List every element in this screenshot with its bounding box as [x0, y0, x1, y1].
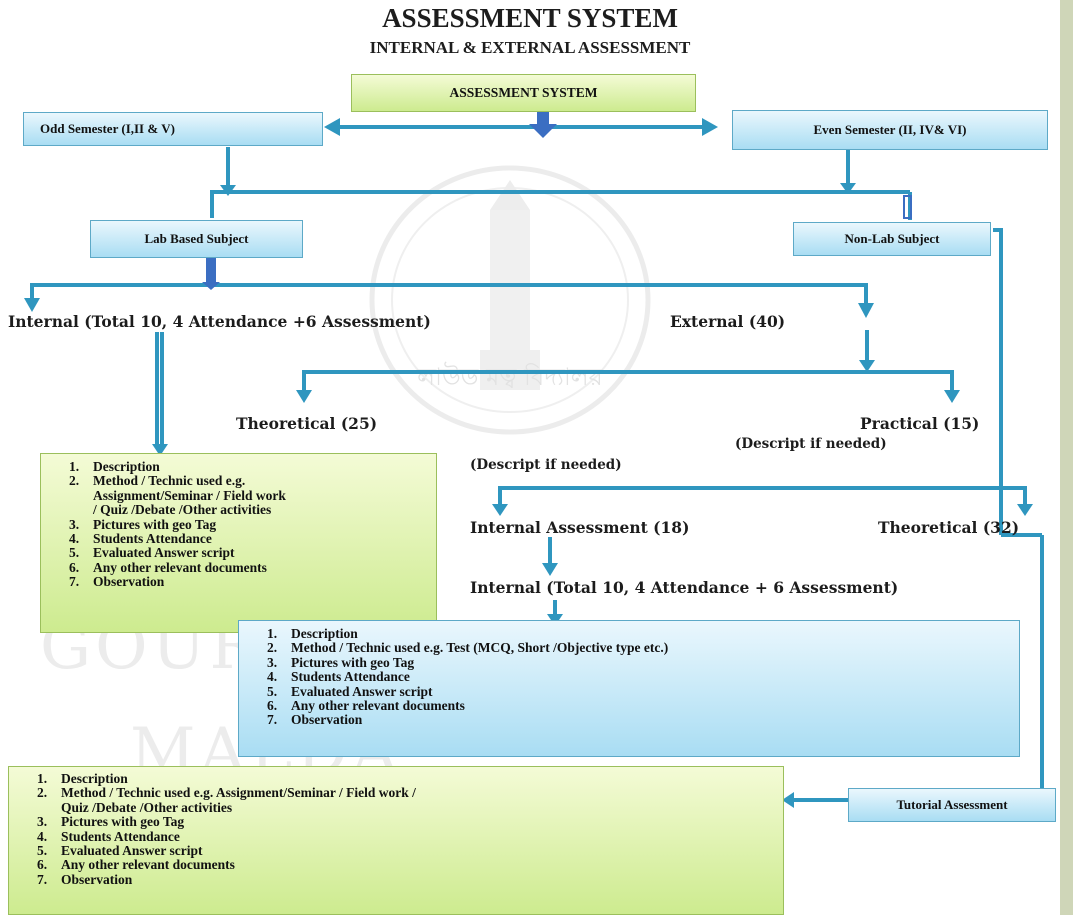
- list-item-number: 3.: [37, 814, 48, 830]
- checklist: 1. Description 2. Method / Technic used e.g…: [239, 626, 1019, 728]
- list-item-number: 1.: [69, 459, 80, 474]
- checklist: 1. Description 2. Method / Technic used e.g…: [41, 459, 436, 590]
- list-item: 3. Pictures with geo Tag: [239, 654, 1019, 670]
- list-item: 3. Pictures with geo Tag: [9, 814, 783, 830]
- list-item-text: Description: [93, 459, 160, 474]
- list-item: 2. Method / Technic used e.g. Assignment/…: [9, 785, 783, 815]
- list-item-text: Quiz /Debate /Other activities: [61, 799, 233, 815]
- list-item-text: Evaluated Answer script: [291, 683, 433, 699]
- list-item: 1. Description: [41, 459, 436, 474]
- list-item-number: 1.: [37, 771, 48, 786]
- tutorial-checklist: 1. Description 2. Method / Technic used e.g…: [8, 766, 784, 915]
- list-item: 7. Observation: [239, 712, 1019, 728]
- list-item-number: 5.: [69, 545, 80, 561]
- list-item-text: Any other relevant documents: [93, 559, 267, 575]
- non-lab-subject-node: Non-Lab Subject: [793, 222, 991, 256]
- lab-internal-checklist: 1. Description 2. Method / Technic used e.g…: [40, 453, 437, 633]
- descript-practical-label: (Descript if needed): [735, 436, 887, 452]
- list-item: 1. Description: [9, 771, 783, 786]
- practical-15-label: Practical (15): [860, 414, 980, 433]
- page-title: ASSESSMENT SYSTEM: [382, 3, 678, 33]
- list-item-text: Students Attendance: [93, 531, 212, 547]
- list-item-text: Pictures with geo Tag: [93, 516, 217, 532]
- list-item-number: 5.: [267, 683, 278, 699]
- list-item: 1. Description: [239, 626, 1019, 641]
- list-item-text: Method / Technic used e.g. Assignment/Se…: [61, 785, 416, 801]
- list-item-text: Description: [291, 626, 358, 641]
- root-node: ASSESSMENT SYSTEM: [351, 74, 696, 112]
- list-item-text: Pictures with geo Tag: [61, 814, 185, 830]
- even-semester-node: Even Semester (II, IV& VI): [732, 110, 1048, 150]
- nonlab-internal-checklist: 1. Description 2. Method / Technic used e.g…: [238, 620, 1020, 757]
- list-item: 7. Observation: [9, 871, 783, 887]
- list-item: 6. Any other relevant documents: [239, 698, 1019, 714]
- list-item-text: Method / Technic used e.g. Test (MCQ, Sh…: [291, 640, 669, 656]
- theoretical-25-label: Theoretical (25): [236, 414, 378, 433]
- list-item-text: Students Attendance: [61, 828, 180, 844]
- list-item: 6. Any other relevant documents: [41, 559, 436, 575]
- checklist: 1. Description 2. Method / Technic used e.g…: [9, 771, 783, 887]
- list-item-number: 3.: [267, 654, 278, 670]
- list-item-number: 3.: [69, 516, 80, 532]
- list-item: 4. Students Attendance: [9, 828, 783, 844]
- list-item-number: 2.: [267, 640, 278, 656]
- list-item: 5. Evaluated Answer script: [9, 843, 783, 859]
- list-item-number: 4.: [37, 828, 48, 844]
- list-item-number: 7.: [37, 871, 48, 887]
- list-item: 6. Any other relevant documents: [9, 857, 783, 873]
- list-item: 3. Pictures with geo Tag: [41, 516, 436, 532]
- list-item-text: Any other relevant documents: [291, 698, 465, 714]
- descript-theory-label: (Descript if needed): [470, 457, 622, 473]
- list-item-text: Description: [61, 771, 128, 786]
- list-item-number: 4.: [267, 669, 278, 685]
- list-item-number: 7.: [69, 574, 80, 590]
- page-margin-strip: [1060, 0, 1073, 915]
- list-item: 7. Observation: [41, 574, 436, 590]
- list-item-text: Students Attendance: [291, 669, 410, 685]
- list-item: 2. Method / Technic used e.g. Test (MCQ, …: [239, 640, 1019, 656]
- list-item-text: Observation: [93, 574, 165, 590]
- page-subtitle: INTERNAL & EXTERNAL ASSESSMENT: [369, 38, 691, 57]
- list-item-number: 5.: [37, 843, 48, 859]
- list-item-number: 6.: [267, 698, 278, 714]
- internal-assessment-18-label: Internal Assessment (18): [470, 518, 690, 537]
- list-item-number: 6.: [37, 857, 48, 873]
- watermark-seal-text: লাউড মত্ব বিদ্যালয়: [416, 362, 603, 391]
- list-item-text: Observation: [61, 871, 133, 887]
- list-item-number: 6.: [69, 559, 80, 575]
- list-item-text: / Quiz /Debate /Other activities: [93, 502, 272, 518]
- list-item-text: Observation: [291, 712, 363, 728]
- nonlab-internal-label: Internal (Total 10, 4 Attendance + 6 Ass…: [470, 578, 899, 597]
- list-item-number: 2.: [37, 785, 48, 801]
- list-item: 2. Method / Technic used e.g.Assignment/S…: [41, 473, 436, 518]
- list-item: 5. Evaluated Answer script: [41, 545, 436, 561]
- list-item-text: Evaluated Answer script: [61, 843, 203, 859]
- list-item-text: Evaluated Answer script: [93, 545, 235, 561]
- lab-subject-node: Lab Based Subject: [90, 220, 303, 258]
- list-item-text: Method / Technic used e.g.: [93, 473, 246, 489]
- list-item: 5. Evaluated Answer script: [239, 683, 1019, 699]
- list-item-text: Assignment/Seminar / Field work: [93, 487, 286, 503]
- list-item-text: Any other relevant documents: [61, 857, 235, 873]
- list-item-number: 1.: [267, 626, 278, 641]
- list-item: 4. Students Attendance: [41, 531, 436, 547]
- list-item-text: Pictures with geo Tag: [291, 654, 415, 670]
- lab-external-label: External (40): [670, 312, 786, 331]
- list-item-number: 4.: [69, 531, 80, 547]
- lab-internal-label: Internal (Total 10, 4 Attendance +6 Asse…: [8, 312, 431, 331]
- tutorial-assessment-node: Tutorial Assessment: [848, 788, 1056, 822]
- theoretical-32-label: Theoretical (32): [878, 518, 1020, 537]
- list-item: 4. Students Attendance: [239, 669, 1019, 685]
- list-item-number: 7.: [267, 712, 278, 728]
- list-item-number: 2.: [69, 473, 80, 489]
- odd-semester-node: Odd Semester (I,II & V): [23, 112, 323, 146]
